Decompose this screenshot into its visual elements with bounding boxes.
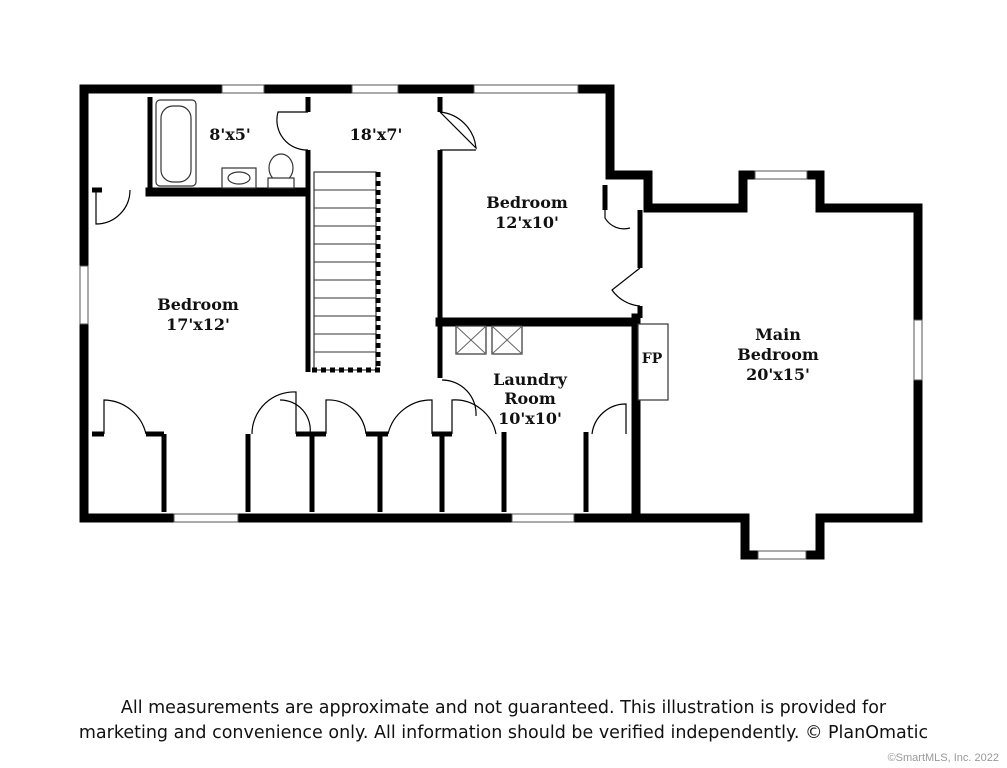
bedroom-mid-size: 12'x10'	[495, 213, 559, 232]
interior-walls	[92, 97, 643, 517]
fireplace-label: FP	[642, 351, 663, 367]
staircase	[312, 171, 381, 373]
window	[757, 550, 807, 560]
main-bedroom-size: 20'x15'	[746, 365, 810, 384]
window	[511, 513, 575, 523]
bedroom-left-name: Bedroom	[157, 295, 239, 314]
laundry-size: 10'x10'	[498, 409, 562, 428]
bedroom-left-size: 17'x12'	[166, 315, 230, 334]
laundry-name-line1: Laundry	[493, 370, 568, 389]
main-bedroom-name-line2: Bedroom	[737, 345, 819, 364]
bedroom-mid-name: Bedroom	[486, 193, 568, 212]
window	[173, 513, 239, 523]
windows	[79, 84, 923, 560]
window	[79, 265, 89, 325]
disclaimer-line-1: All measurements are approximate and not…	[120, 698, 887, 718]
laundry-name-line2: Room	[504, 389, 556, 408]
window	[754, 170, 808, 180]
window	[913, 319, 923, 381]
disclaimer-line-2: marketing and convenience only. All info…	[78, 723, 929, 743]
window	[221, 84, 265, 94]
main-bedroom-name-line1: Main	[755, 325, 801, 344]
fireplace	[637, 323, 669, 401]
window	[473, 84, 579, 94]
bath-size-label: 8'x5'	[209, 125, 251, 144]
copyright-notice: ©SmartMLS, Inc. 2022	[887, 752, 999, 764]
bathroom-fixtures	[155, 99, 295, 189]
doors	[95, 111, 641, 435]
exterior-walls	[79, 84, 923, 560]
window	[351, 84, 399, 94]
laundry-appliances	[455, 325, 523, 355]
hall-size-label: 18'x7'	[350, 125, 403, 144]
